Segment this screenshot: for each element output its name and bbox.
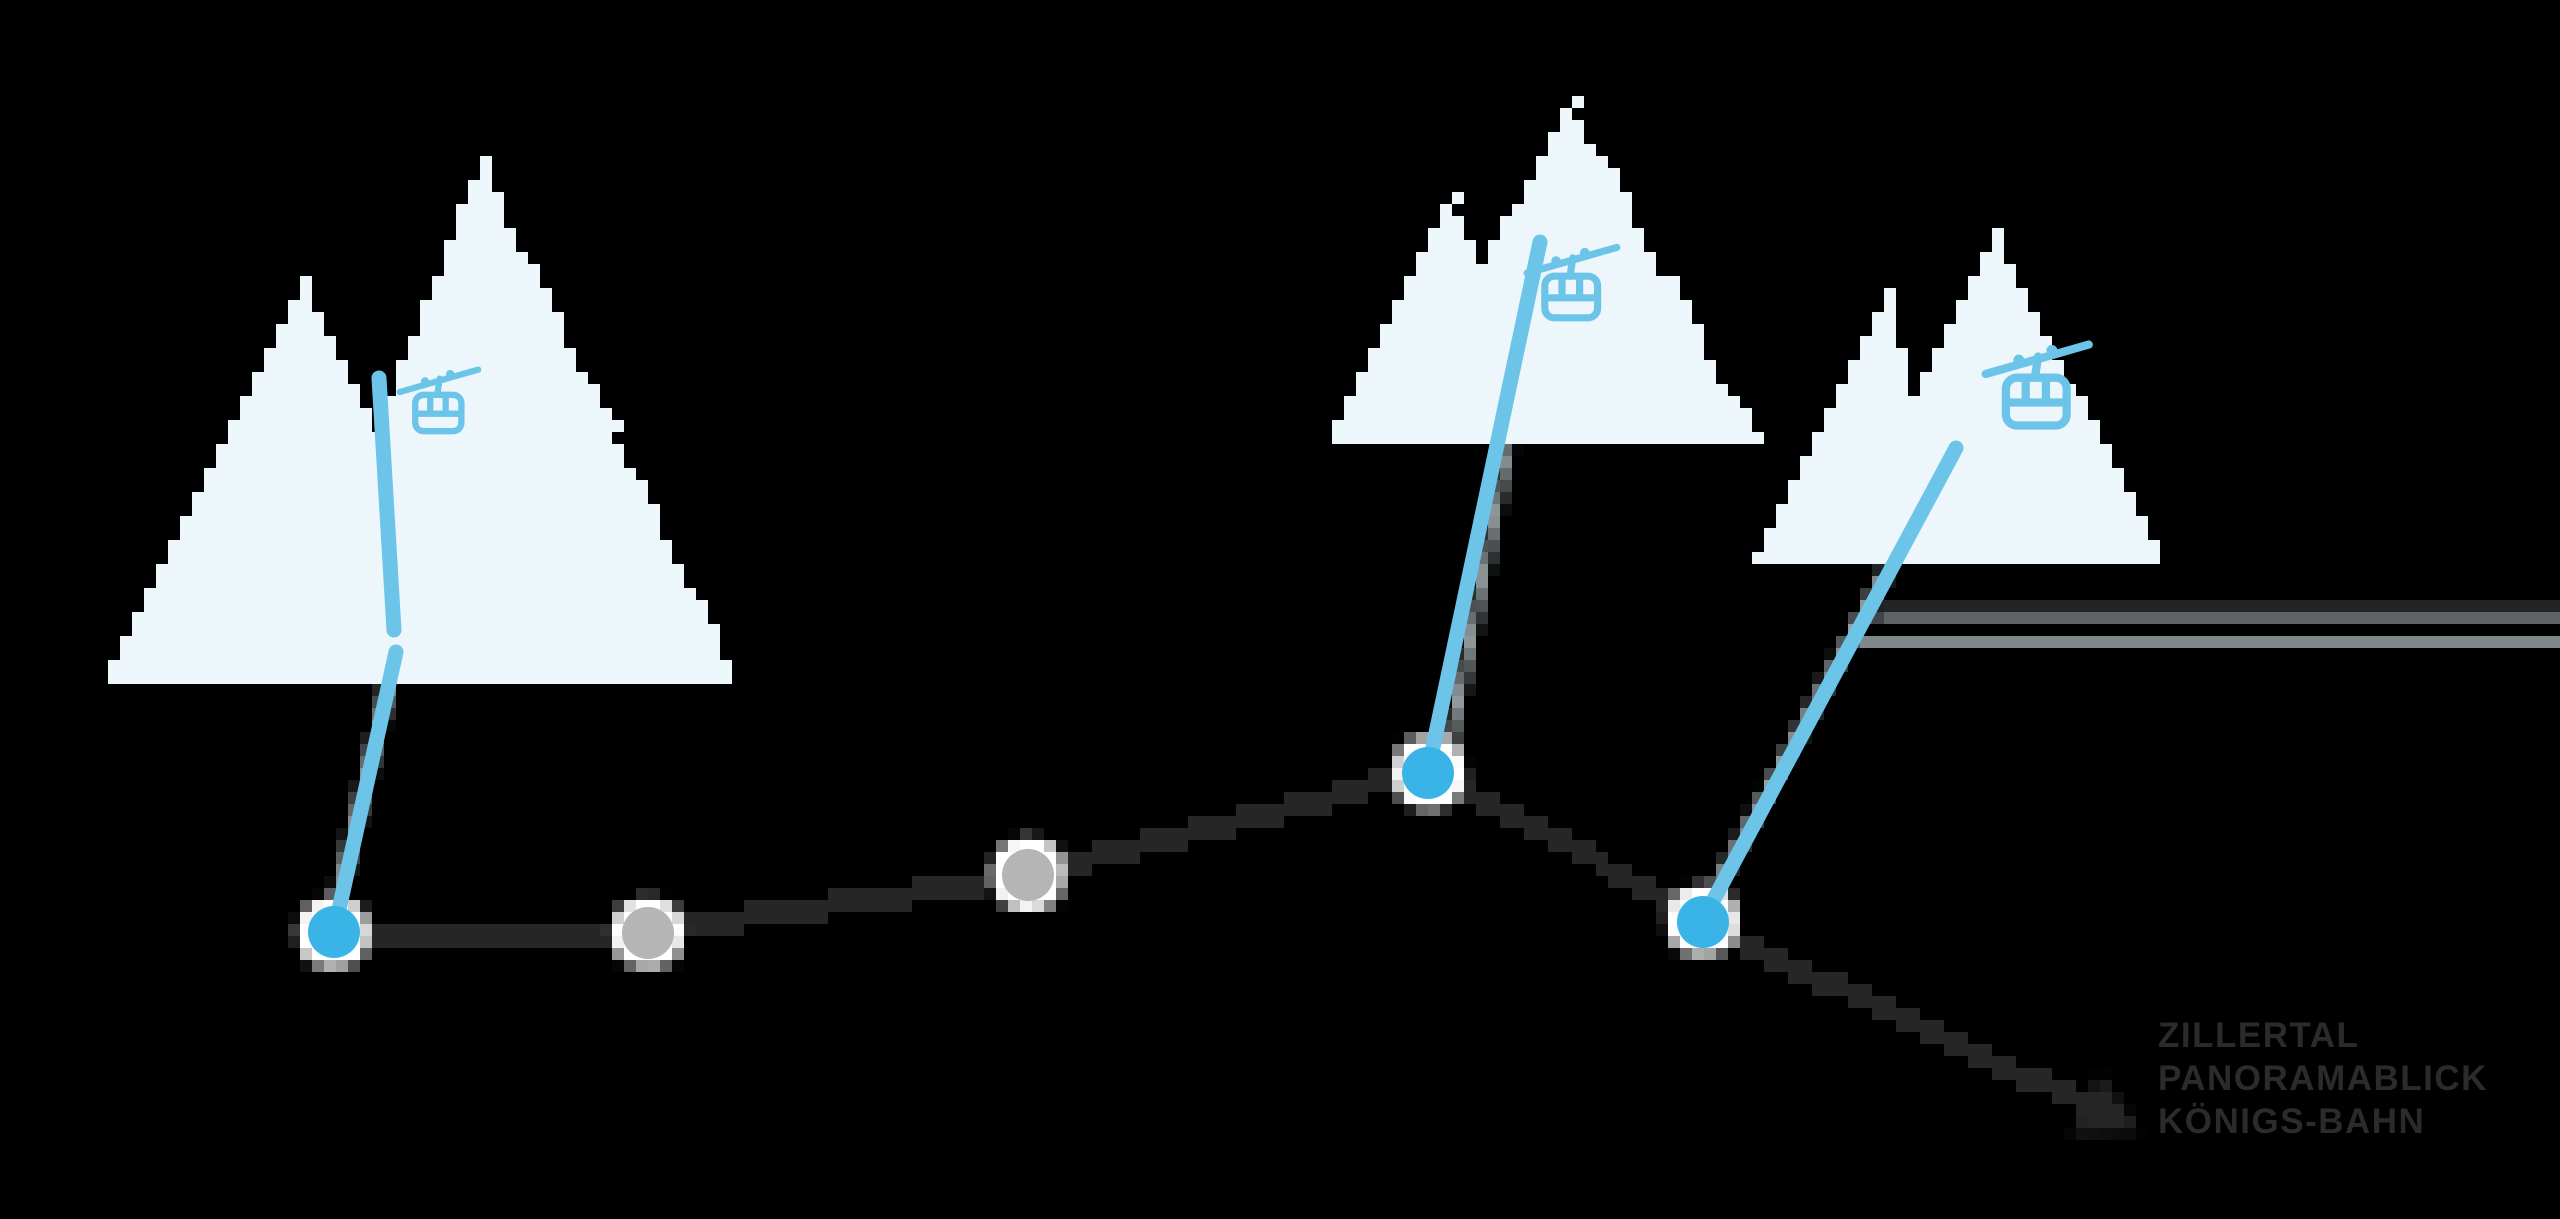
lift-line-1-upper xyxy=(371,370,402,638)
destination-label-line-1: ZILLERTAL xyxy=(2158,1016,2360,1055)
station-dot-5-blue xyxy=(1677,896,1729,948)
destination-label-line-3: KÖNIGS-BAHN xyxy=(2158,1102,2426,1141)
gondola-icon-1 xyxy=(400,370,478,432)
station-dot-3-gray xyxy=(1002,849,1054,901)
gondola-icon-3 xyxy=(1986,345,2089,426)
lift-line-3 xyxy=(1698,440,1964,922)
station-dot-2-gray xyxy=(622,907,674,959)
destination-label: ZILLERTAL PANORAMABLICK KÖNIGS-BAHN xyxy=(2158,1014,2488,1143)
lift-line-2 xyxy=(1421,234,1548,774)
station-dots xyxy=(308,747,1729,959)
station-dot-1-blue xyxy=(308,906,360,958)
station-dot-4-blue xyxy=(1402,747,1454,799)
lift-line-1-lower xyxy=(328,644,404,931)
destination-label-line-2: PANORAMABLICK xyxy=(2158,1059,2488,1098)
